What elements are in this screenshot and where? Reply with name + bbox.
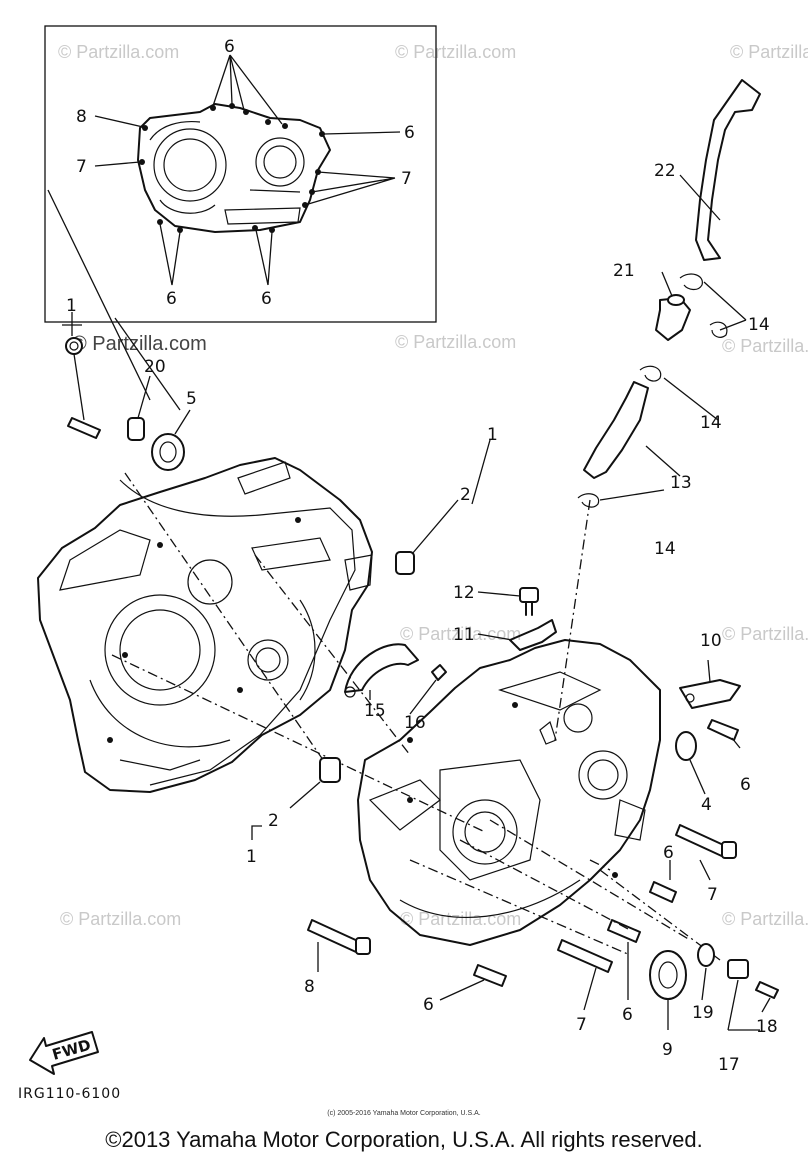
- part-14-clip: [639, 365, 662, 382]
- callout-19: 19: [692, 1003, 714, 1023]
- callout-16: 16: [404, 713, 426, 733]
- callout-22: 22: [654, 161, 676, 181]
- part-11-fitting: [509, 619, 557, 651]
- watermark: © Partzilla.com: [722, 624, 808, 644]
- alignment-lines: [111, 472, 721, 961]
- part-7-bolt: [675, 824, 737, 859]
- callout-7: 7: [401, 169, 412, 189]
- callout-21: 21: [613, 261, 635, 281]
- callout-13: 13: [670, 473, 692, 493]
- callout-9: 9: [662, 1040, 673, 1060]
- callout-14: 14: [748, 315, 770, 335]
- callout-8: 8: [304, 977, 315, 997]
- callout-18: 18: [756, 1017, 778, 1037]
- callout-1: 1: [246, 847, 257, 867]
- left-crankcase: [37, 457, 373, 793]
- part-7-bolt-lower: [557, 939, 613, 973]
- callout-6: 6: [404, 123, 415, 143]
- small-credit: (c) 2005-2016 Yamaha Motor Corporation, …: [327, 1110, 481, 1117]
- gasket-outline: [119, 479, 356, 786]
- part-17-plug: [727, 959, 749, 979]
- part-6-bolt-lower: [607, 919, 641, 943]
- part-8-bolt: [307, 919, 371, 955]
- callout-7: 7: [707, 885, 718, 905]
- part-14-clip: [709, 321, 728, 338]
- copyright-notice: ©2013 Yamaha Motor Corporation, U.S.A. A…: [105, 1127, 703, 1152]
- callout-6: 6: [261, 289, 272, 309]
- part-21-fitting: [655, 294, 691, 341]
- callout-2: 2: [460, 485, 471, 505]
- part-15-plate: [344, 643, 419, 698]
- part-19-washer: [697, 943, 715, 967]
- watermark: © Partzilla.com: [60, 909, 181, 929]
- callout-10: 10: [700, 631, 722, 651]
- part-14-clip: [679, 273, 703, 291]
- part-6-bolt-short: [649, 881, 677, 903]
- part-stud: [67, 417, 101, 439]
- callout-1: 1: [66, 296, 77, 316]
- inset-connector: [47, 189, 151, 401]
- part-18-bolt: [755, 981, 779, 999]
- diagram-code: IRG110-6100: [18, 1086, 122, 1102]
- watermarks: © Partzilla.com © Partzilla.com © Partzi…: [58, 42, 808, 929]
- watermark: © Partzilla.com: [58, 42, 179, 62]
- part-2-dowel: [395, 551, 415, 575]
- callout-1: 1: [487, 425, 498, 445]
- callout-11: 11: [453, 625, 475, 645]
- watermark: © Partzilla.com: [730, 42, 808, 62]
- part-5-bearing: [151, 433, 185, 471]
- callout-17: 17: [718, 1055, 740, 1075]
- watermark: © Partzilla.com: [722, 336, 808, 356]
- watermark: © Partzilla.com: [395, 42, 516, 62]
- watermark: © Partzilla.com: [400, 624, 521, 644]
- callout-15: 15: [364, 701, 386, 721]
- part-10-plate: [679, 679, 741, 709]
- part-9-seal: [649, 950, 687, 1000]
- part-14-clip: [577, 493, 600, 508]
- callout-14: 14: [700, 413, 722, 433]
- callout-20: 20: [144, 357, 166, 377]
- part-20-dowel: [127, 417, 145, 441]
- leader-lines: [62, 174, 771, 1031]
- watermark: © Partzilla.com: [400, 909, 521, 929]
- callout-6: 6: [423, 995, 434, 1015]
- inset-bolt-layout: 6 8 7 6 7 6 6: [44, 25, 437, 323]
- part-1-plug: [65, 337, 83, 355]
- part-22-hose: [695, 79, 761, 261]
- callout-6: 6: [166, 289, 177, 309]
- callout-4: 4: [701, 795, 712, 815]
- part-13-hose: [583, 381, 649, 479]
- right-crankcase: [357, 639, 661, 946]
- callout-6: 6: [740, 775, 751, 795]
- callout-6: 6: [224, 37, 235, 57]
- callout-2: 2: [268, 811, 279, 831]
- callout-8: 8: [76, 107, 87, 127]
- part-2-dowel-lower: [319, 757, 341, 783]
- callout-6: 6: [663, 843, 674, 863]
- callout-7: 7: [576, 1015, 587, 1035]
- callout-5: 5: [186, 389, 197, 409]
- part-12-bolt: [519, 587, 539, 616]
- watermark-dark: © Partzilla.com: [72, 333, 207, 355]
- fwd-arrow: FWD: [29, 1031, 99, 1075]
- inset-connector: [114, 317, 181, 411]
- callout-7: 7: [76, 157, 87, 177]
- part-16-screw: [431, 664, 447, 681]
- watermark: © Partzilla.com: [395, 332, 516, 352]
- part-6-bolt-mid: [473, 964, 507, 987]
- callout-14: 14: [654, 539, 676, 559]
- callout-6: 6: [622, 1005, 633, 1025]
- callout-12: 12: [453, 583, 475, 603]
- part-6-bolt: [707, 719, 739, 741]
- watermark: © Partzilla.com: [722, 909, 808, 929]
- part-4-seal: [675, 731, 697, 761]
- callout-labels: 1 20 5 1 2 12 11 10 6 4 14 13 14 14 21 2…: [66, 161, 778, 1075]
